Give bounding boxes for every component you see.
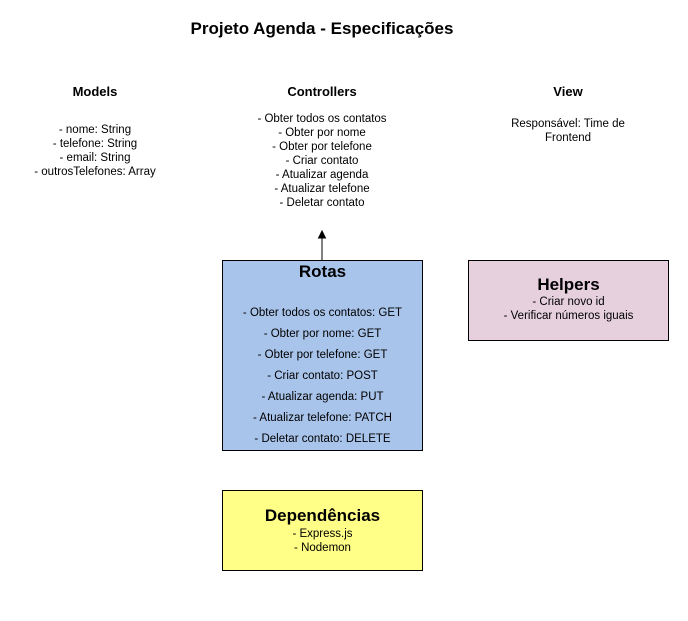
helpers-title: Helpers	[537, 275, 600, 294]
controllers-list: - Obter todos os contatos - Obter por no…	[232, 112, 412, 210]
rotas-item: - Criar contato: POST	[267, 370, 378, 382]
models-heading: Models	[72, 84, 118, 99]
dependencias-item: - Express.js	[292, 528, 353, 540]
view-line: Responsável: Time de	[511, 118, 625, 130]
models-item: - outrosTelefones: Array	[34, 166, 156, 178]
controllers-item: - Deletar contato	[279, 197, 365, 209]
rotas-item: - Atualizar agenda: PUT	[261, 391, 384, 403]
rotas-title: Rotas	[298, 262, 347, 281]
controllers-item: - Obter todos os contatos	[257, 113, 387, 125]
models-item: - telefone: String	[52, 138, 138, 150]
rotas-item: - Atualizar telefone: PATCH	[253, 412, 392, 424]
dependencias-list: - Express.js - Nodemon	[223, 527, 422, 555]
models-item: - email: String	[59, 152, 131, 164]
dependencias-box: Dependências - Express.js - Nodemon	[222, 490, 423, 571]
controllers-heading: Controllers	[287, 84, 357, 99]
rotas-to-controllers-arrow	[317, 229, 327, 260]
view-text: Responsável: Time de Frontend	[498, 117, 638, 145]
controllers-item: - Obter por nome	[278, 127, 366, 139]
rotas-item: - Obter por nome: GET	[263, 328, 382, 340]
controllers-item: - Criar contato	[285, 155, 359, 167]
view-heading: View	[553, 84, 583, 99]
rotas-box: Rotas - Obter todos os contatos: GET - O…	[222, 260, 423, 451]
rotas-list: - Obter todos os contatos: GET - Obter p…	[223, 306, 422, 453]
models-list: - nome: String - telefone: String - emai…	[15, 123, 175, 179]
dependencias-item: - Nodemon	[294, 542, 351, 554]
view-line: Frontend	[544, 132, 592, 144]
controllers-item: - Atualizar telefone	[274, 183, 370, 195]
models-item: - nome: String	[58, 124, 132, 136]
rotas-item: - Deletar contato: DELETE	[254, 433, 391, 445]
helpers-item: - Verificar números iguais	[503, 310, 634, 322]
helpers-box: Helpers - Criar novo id - Verificar núme…	[468, 260, 669, 341]
rotas-item: - Obter todos os contatos: GET	[242, 307, 403, 319]
rotas-item: - Obter por telefone: GET	[257, 349, 388, 361]
helpers-item: - Criar novo id	[532, 296, 605, 308]
controllers-item: - Obter por telefone	[272, 141, 372, 153]
controllers-item: - Atualizar agenda	[275, 169, 369, 181]
dependencias-title: Dependências	[264, 506, 381, 525]
helpers-list: - Criar novo id - Verificar números igua…	[469, 295, 668, 323]
diagram-title: Projeto Agenda - Especificações	[190, 19, 454, 38]
